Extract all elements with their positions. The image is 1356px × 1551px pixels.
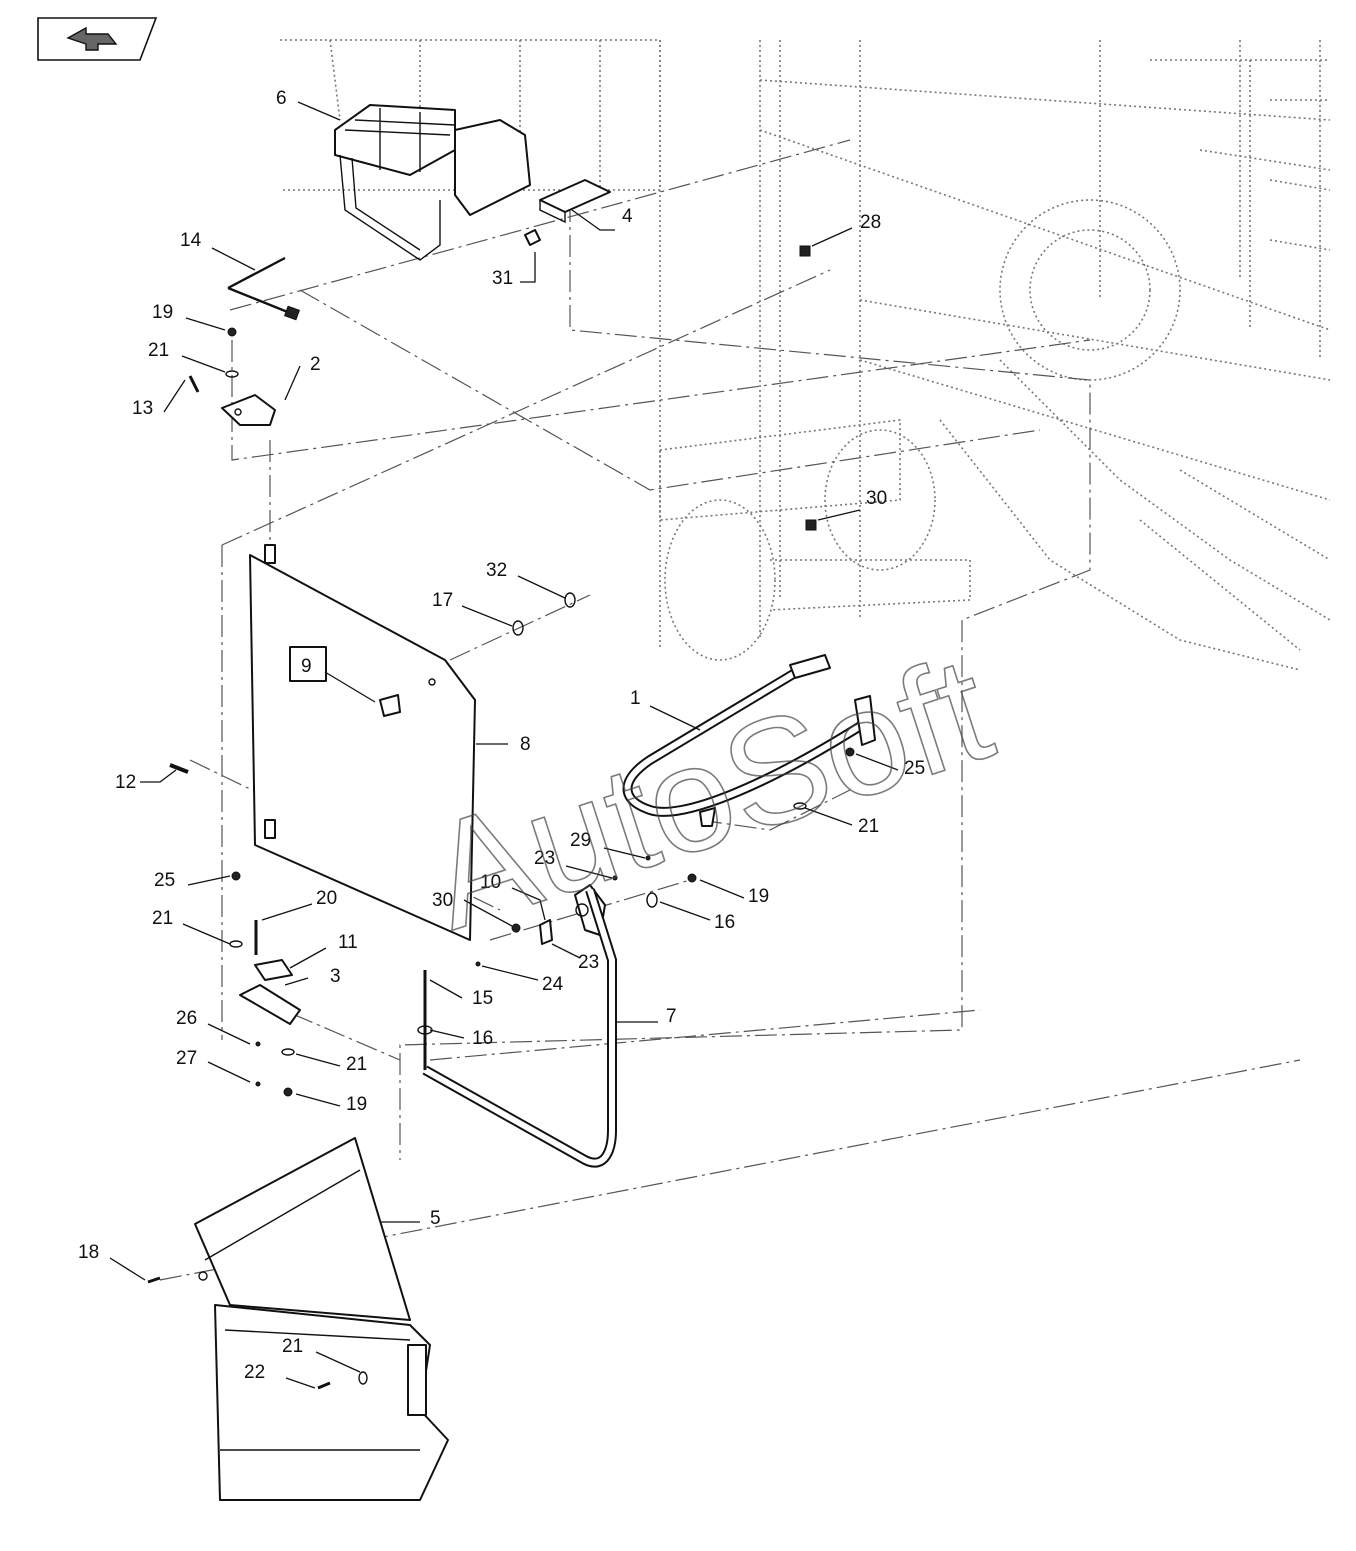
- pin: [475, 961, 481, 967]
- callout-26: 26: [176, 1008, 197, 1029]
- bolt: [147, 1276, 161, 1284]
- callout-14: 14: [180, 230, 202, 251]
- bolt: [317, 1381, 331, 1390]
- callout-23: 23: [534, 848, 555, 869]
- callout-20: 20: [316, 888, 337, 909]
- callout-22: 22: [244, 1362, 265, 1383]
- pin: [255, 1081, 261, 1087]
- callout-32: 32: [486, 560, 507, 581]
- washer: [512, 620, 524, 636]
- callout-16: 16: [714, 912, 735, 933]
- pin: [255, 1041, 261, 1047]
- callout-19: 19: [748, 886, 769, 907]
- callout-7: 7: [666, 1006, 677, 1027]
- leader-lines: [109, 101, 899, 1389]
- callout-12: 12: [115, 772, 136, 793]
- callout-3: 3: [330, 966, 341, 987]
- callout-4: 4: [622, 206, 633, 227]
- callout-1: 1: [630, 688, 641, 709]
- callout-28: 28: [860, 212, 881, 233]
- pin: [169, 763, 189, 774]
- callout-31: 31: [492, 268, 513, 289]
- callout-25: 25: [904, 758, 925, 779]
- callout-21: 21: [346, 1054, 367, 1075]
- callout-19: 19: [152, 302, 173, 323]
- callout-24: 24: [542, 974, 564, 995]
- callout-21: 21: [148, 340, 169, 361]
- alignment-lines: [159, 139, 1301, 1381]
- hinge-rod: [227, 256, 300, 321]
- callout-8: 8: [520, 734, 531, 755]
- callout-11: 11: [338, 932, 358, 953]
- callout-13: 13: [132, 398, 153, 419]
- callout-21: 21: [858, 816, 879, 837]
- callout-5: 5: [430, 1208, 441, 1229]
- nut: [227, 327, 237, 337]
- callout-9: 9: [301, 656, 312, 677]
- callout-30: 30: [432, 890, 453, 911]
- washer: [564, 592, 576, 608]
- callout-27: 27: [176, 1048, 197, 1069]
- side-guard: [194, 1137, 449, 1501]
- callout-15: 15: [472, 988, 493, 1009]
- callout-6: 6: [276, 88, 287, 109]
- handrail: [622, 654, 876, 827]
- step-basket: [334, 104, 531, 261]
- washer: [358, 1371, 368, 1385]
- bolt: [805, 519, 817, 531]
- return-button[interactable]: [37, 17, 158, 61]
- callout-17: 17: [432, 590, 453, 611]
- callout-labels: 6 4 14 31 19 21 2 13 28 30 32 17 9 8 1 2…: [78, 88, 925, 1383]
- callout-10: 10: [480, 872, 501, 893]
- hinge-plate: [221, 394, 276, 426]
- clip: [524, 229, 541, 246]
- washer: [281, 1048, 295, 1056]
- washer: [646, 892, 658, 908]
- nut: [687, 873, 697, 883]
- nut: [231, 871, 241, 881]
- nut: [845, 747, 855, 757]
- hand-bar: [417, 888, 617, 1168]
- callout-16: 16: [472, 1028, 493, 1049]
- callout-30: 30: [866, 488, 887, 509]
- watermark: AutoSoft: [410, 623, 1009, 961]
- callout-29: 29: [570, 830, 591, 851]
- return-arrow-icon: [66, 26, 118, 51]
- washer: [793, 802, 807, 810]
- bolt: [799, 245, 811, 257]
- pin: [645, 855, 651, 861]
- callout-2: 2: [310, 354, 321, 375]
- washer: [225, 370, 239, 378]
- bolt: [511, 923, 521, 933]
- nut: [283, 1087, 293, 1097]
- pin: [612, 875, 618, 881]
- callout-21: 21: [282, 1336, 303, 1357]
- lower-hinge: [239, 920, 301, 1025]
- callout-19: 19: [346, 1094, 367, 1115]
- callout-18: 18: [78, 1242, 99, 1263]
- callout-23: 23: [578, 952, 599, 973]
- callout-21: 21: [152, 908, 173, 929]
- latch: [379, 694, 401, 717]
- screw: [188, 375, 200, 393]
- callout-box: [289, 646, 327, 682]
- mounting-bracket: [539, 179, 611, 224]
- callout-25: 25: [154, 870, 175, 891]
- washer: [229, 940, 243, 948]
